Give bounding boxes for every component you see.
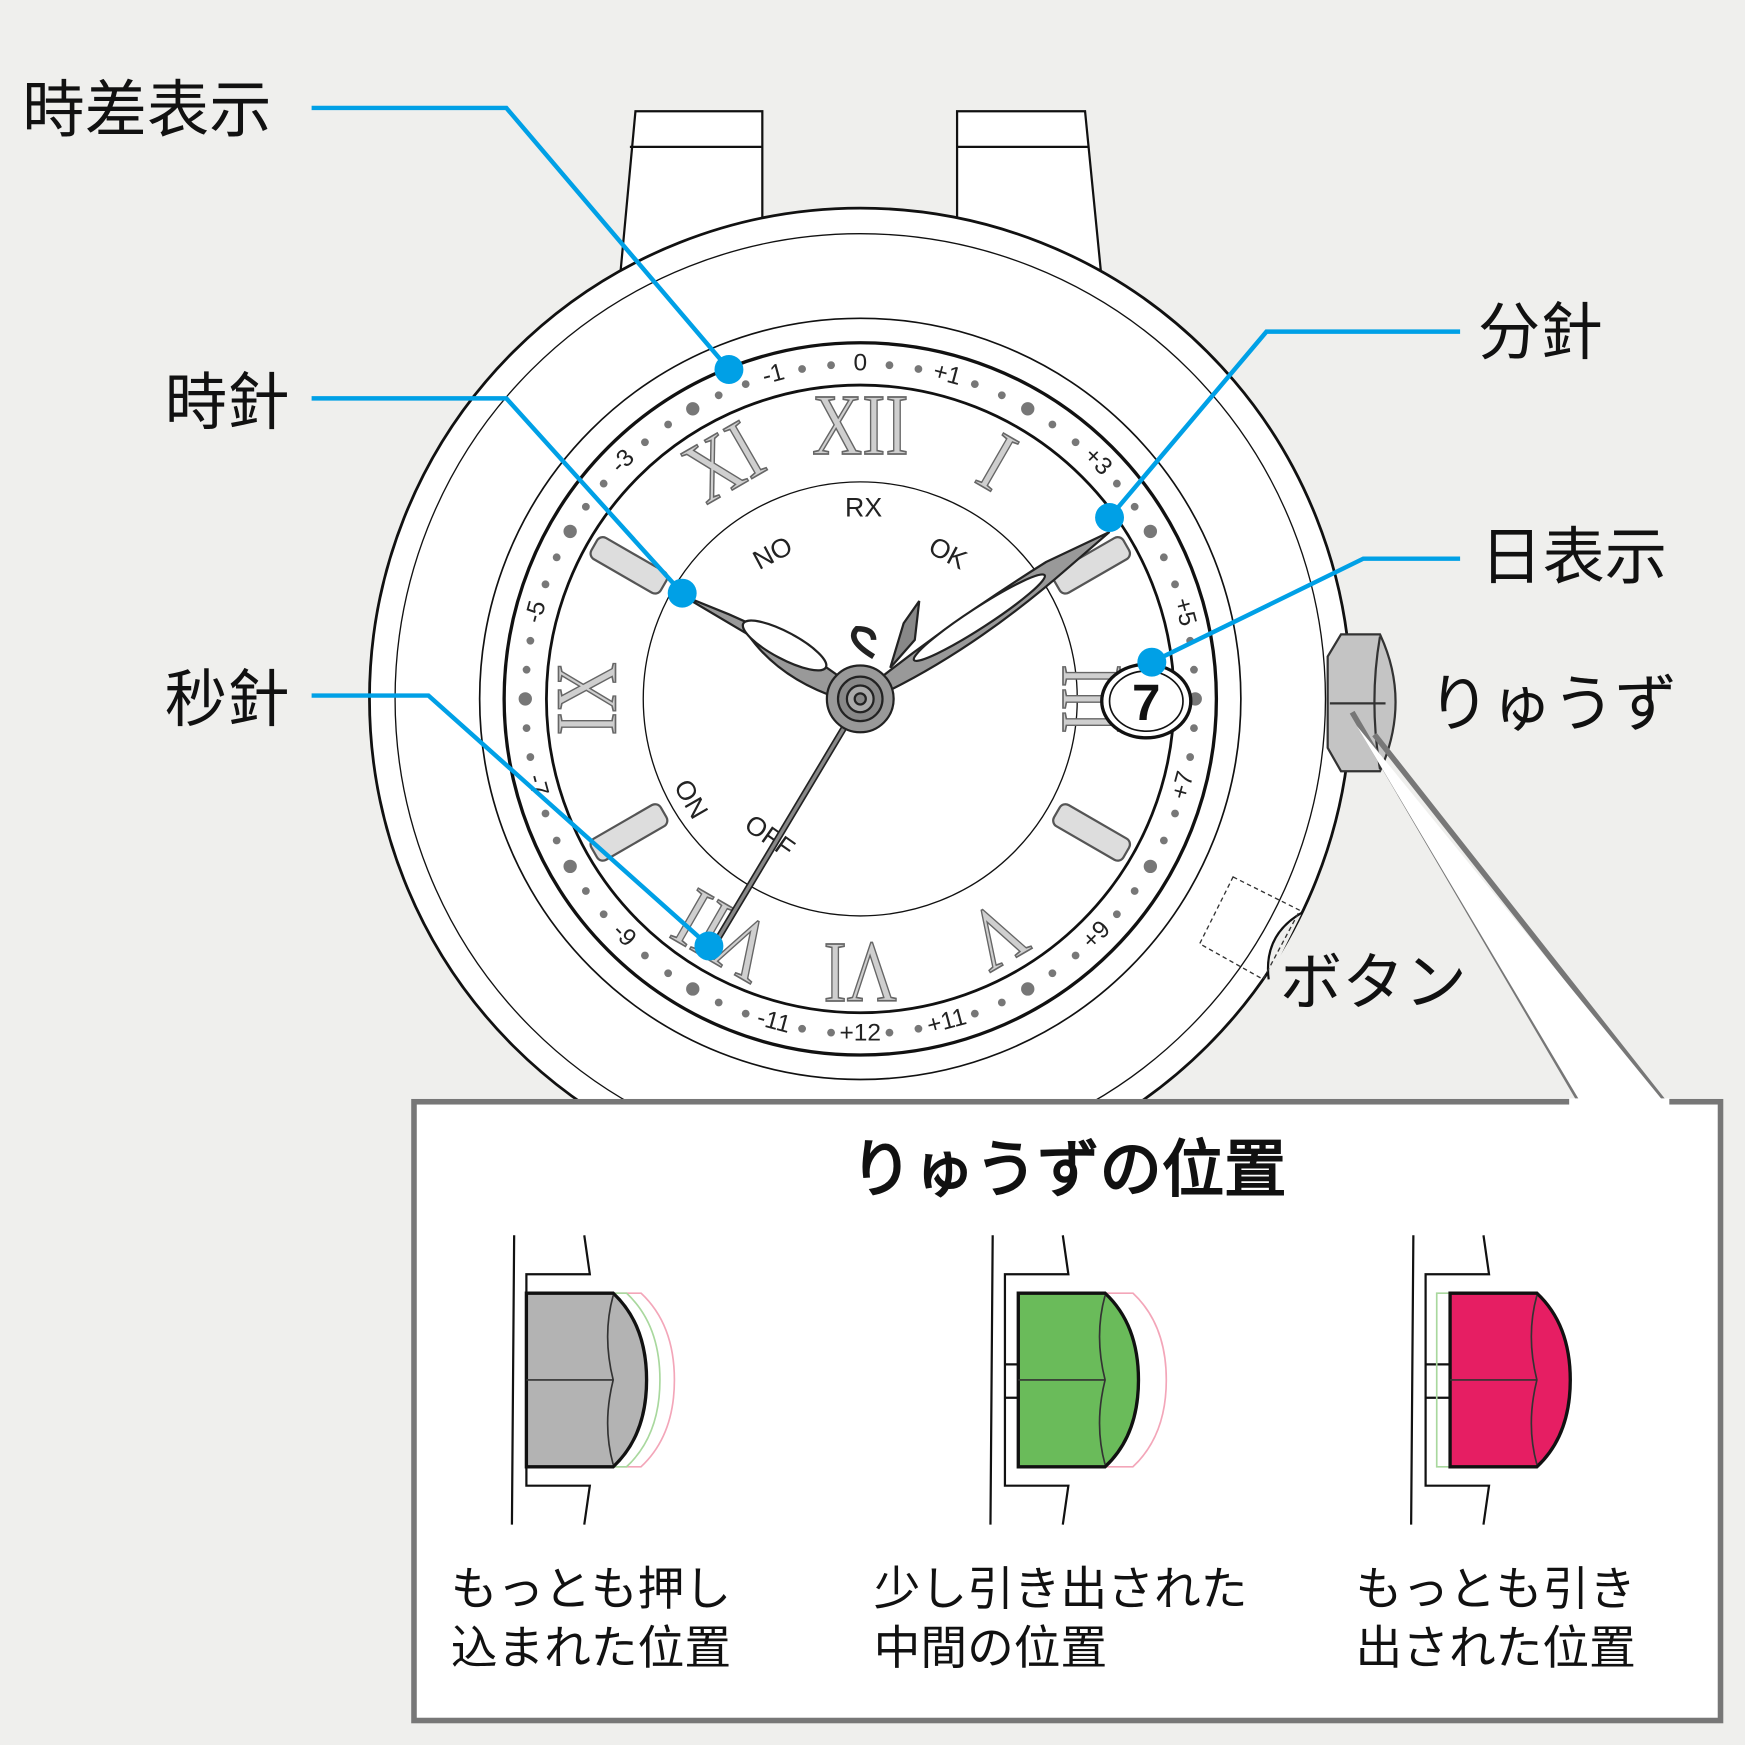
scale-dot — [581, 502, 590, 511]
baton-marker — [589, 536, 669, 595]
crown-position-2 — [989, 1235, 1168, 1525]
scale-dot — [552, 836, 561, 845]
scale-dot — [798, 1024, 806, 1033]
label-crown: りゅうず — [1428, 668, 1677, 741]
scale-dot — [599, 479, 608, 488]
scale-dot — [1130, 887, 1139, 895]
scale-dot — [526, 753, 535, 761]
scale-dot — [741, 1009, 750, 1018]
caption-line: もっとも引き — [1355, 1563, 1635, 1617]
second-hand — [709, 713, 855, 950]
scale-dot — [1021, 982, 1035, 996]
scale-dot — [1159, 836, 1168, 845]
scale-dot — [1130, 502, 1139, 511]
scale-dot — [1159, 553, 1168, 562]
scale-dot — [599, 910, 608, 919]
scale-dot — [552, 553, 561, 562]
scale-dot — [1071, 951, 1080, 960]
caption-line: もっとも押し — [451, 1563, 731, 1617]
scale-dot — [714, 998, 723, 1007]
caption-pushed-in: もっとも押し 込まれた位置 — [451, 1563, 731, 1676]
scale-dot — [541, 580, 550, 589]
scale-dot — [1190, 665, 1198, 674]
scale-dot — [970, 1009, 979, 1018]
caption-middle: 少し引き出された 中間の位置 — [874, 1563, 1248, 1676]
scale-dot — [827, 1028, 835, 1037]
label-second-hand: 秒針 — [165, 663, 290, 736]
label-button: ボタン — [1280, 946, 1467, 1019]
scale-dot — [1171, 809, 1179, 818]
scale-dot — [1143, 524, 1158, 539]
scale-dot — [885, 361, 894, 370]
scale-dot — [997, 998, 1006, 1007]
scale-dot — [1190, 724, 1198, 732]
rx-label: RX — [845, 492, 882, 522]
scale-dot — [563, 524, 577, 539]
scale-dot — [1071, 438, 1080, 447]
scale-dot — [641, 951, 649, 960]
scale-dot — [914, 365, 923, 373]
scale-dot — [1143, 859, 1158, 874]
scale-dot — [827, 361, 835, 370]
scale-dot — [798, 365, 806, 373]
scale-dot — [914, 1024, 923, 1033]
baton-marker — [1052, 803, 1132, 862]
scale-dot — [1048, 969, 1057, 978]
scale-label: 0 — [853, 349, 867, 376]
scale-dot — [522, 665, 531, 674]
scale-dot — [526, 636, 535, 645]
scale-dot — [1186, 753, 1195, 761]
caption-pulled-out: もっとも引き 出された位置 — [1355, 1563, 1635, 1676]
label-time-difference: 時差表示 — [22, 73, 271, 146]
label-hour-hand: 時針 — [165, 366, 290, 439]
baton-marker — [589, 803, 669, 862]
scale-dot — [581, 887, 590, 895]
scale-dot — [664, 420, 673, 429]
roman-numeral: IX — [539, 662, 635, 735]
date-window: 7 — [1100, 662, 1193, 740]
scale-dot — [1112, 910, 1121, 919]
roman-numeral: XII — [812, 378, 908, 474]
button-outline — [1198, 876, 1303, 981]
crown-position-illustrations — [510, 1235, 1572, 1525]
caption-line: 込まれた位置 — [451, 1622, 731, 1676]
scale-dot — [664, 969, 673, 978]
scale-dot — [522, 724, 531, 732]
caption-line: 少し引き出された — [874, 1563, 1248, 1617]
caption-line: 中間の位置 — [874, 1622, 1108, 1676]
scale-dot — [997, 391, 1006, 400]
baton-marker — [1052, 536, 1132, 595]
scale-dot — [686, 402, 700, 416]
scale-dot — [641, 438, 649, 447]
scale-dot — [541, 809, 550, 818]
scale-dot — [518, 692, 532, 706]
crown-position-3 — [1410, 1235, 1572, 1525]
scale-dot — [1021, 402, 1035, 416]
scale-dot — [885, 1028, 894, 1037]
crown-position-title: りゅうずの位置 — [850, 1133, 1286, 1206]
scale-label: +12 — [840, 1019, 882, 1046]
scale-dot — [1171, 580, 1179, 589]
scale-dot — [1112, 479, 1121, 488]
leader-lines — [311, 105, 1461, 961]
baton-markers — [589, 536, 1132, 862]
scale-dot — [970, 380, 979, 389]
roman-numeral: VI — [824, 924, 897, 1020]
label-minute-hand: 分針 — [1478, 296, 1603, 369]
hand-pinion — [825, 664, 895, 734]
date-value: 7 — [1132, 674, 1160, 731]
scale-dot — [714, 391, 723, 400]
scale-dot — [741, 380, 750, 389]
caption-line: 出された位置 — [1355, 1622, 1635, 1676]
scale-dot — [686, 982, 700, 996]
scale-dot — [563, 859, 577, 874]
crown-position-1 — [510, 1235, 676, 1525]
label-date: 日表示 — [1480, 521, 1667, 594]
scale-dot — [1048, 420, 1057, 429]
